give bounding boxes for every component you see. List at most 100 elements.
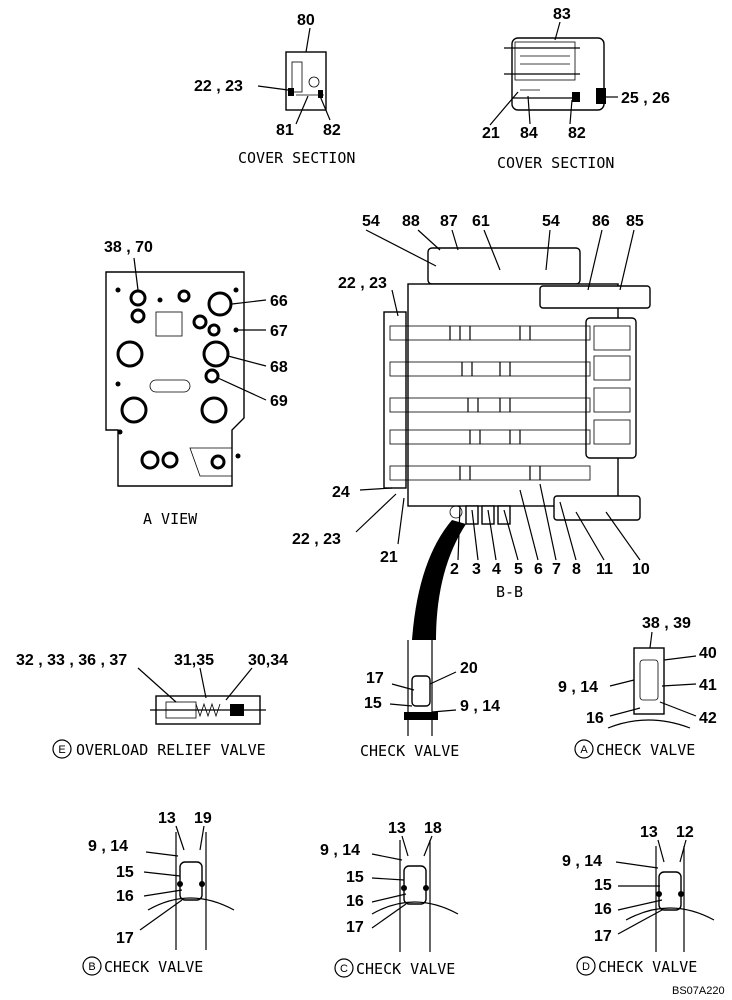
label-9-14-c: 9 , 14	[320, 842, 360, 859]
circle-letter-a: A	[574, 739, 594, 759]
label-18: 18	[424, 820, 442, 837]
label-54-right: 54	[542, 213, 560, 230]
caption-check-valve-a: CHECK VALVE	[596, 741, 695, 759]
check-valve-d	[615, 839, 715, 952]
label-13-d: 13	[640, 824, 658, 841]
label-61: 61	[472, 213, 490, 230]
label-84: 84	[520, 125, 538, 142]
svg-text:B: B	[88, 961, 95, 973]
label-5: 5	[514, 561, 523, 578]
label-21-bb: 21	[380, 549, 398, 566]
circle-letter-e: E	[52, 739, 72, 759]
label-82-cover2: 82	[568, 125, 586, 142]
bb-section-valve	[355, 229, 651, 640]
label-38-70: 38 , 70	[104, 239, 153, 256]
label-87: 87	[440, 213, 458, 230]
svg-text:E: E	[58, 744, 65, 756]
label-15-d: 15	[594, 877, 612, 894]
spool-1	[389, 325, 591, 341]
label-8: 8	[572, 561, 581, 578]
label-13-b: 13	[158, 810, 176, 827]
label-10: 10	[632, 561, 650, 578]
label-69: 69	[270, 393, 288, 410]
cover-section-2	[489, 21, 618, 126]
label-54-left: 54	[362, 213, 380, 230]
label-16-a: 16	[586, 710, 604, 727]
label-86: 86	[592, 213, 610, 230]
check-valve-c	[371, 835, 459, 952]
label-15-c: 15	[346, 869, 364, 886]
label-16-c: 16	[346, 893, 364, 910]
label-22-23-cover: 22 , 23	[194, 78, 243, 95]
label-20: 20	[460, 660, 478, 677]
label-24: 24	[332, 484, 350, 501]
label-66: 66	[270, 293, 288, 310]
label-81: 81	[276, 122, 294, 139]
label-67: 67	[270, 323, 288, 340]
label-3: 3	[472, 561, 481, 578]
caption-check-valve-d: CHECK VALVE	[598, 958, 697, 976]
label-19: 19	[194, 810, 212, 827]
label-15-cv: 15	[364, 695, 382, 712]
label-42: 42	[699, 710, 717, 727]
label-41: 41	[699, 677, 717, 694]
overload-relief-valve	[137, 667, 266, 725]
check-valve-b	[139, 825, 235, 950]
label-40: 40	[699, 645, 717, 662]
svg-text:C: C	[340, 963, 348, 975]
label-2: 2	[450, 561, 459, 578]
label-38-39: 38 , 39	[642, 615, 691, 632]
label-25-26: 25 , 26	[621, 90, 670, 107]
label-11: 11	[596, 561, 613, 578]
circle-letter-b: B	[82, 956, 102, 976]
label-9-14-d: 9 , 14	[562, 853, 602, 870]
label-31-35: 31,35	[174, 652, 214, 669]
label-4: 4	[492, 561, 501, 578]
label-68: 68	[270, 359, 288, 376]
label-16-b: 16	[116, 888, 134, 905]
label-82-cover1: 82	[323, 122, 341, 139]
label-6: 6	[534, 561, 543, 578]
circle-letter-c: C	[334, 958, 354, 978]
label-83: 83	[553, 6, 571, 23]
caption-a-view: A VIEW	[143, 510, 198, 528]
label-32-33-36-37: 32 , 33 , 36 , 37	[16, 652, 127, 669]
label-16-d: 16	[594, 901, 612, 918]
cover-section-1	[257, 27, 331, 125]
spool-5	[389, 465, 591, 481]
label-7: 7	[552, 561, 561, 578]
label-9-14-cv: 9 , 14	[460, 698, 500, 715]
circle-letter-d: D	[576, 956, 596, 976]
spool-3	[389, 397, 591, 413]
label-22-23-bb-top: 22 , 23	[338, 275, 387, 292]
a-view-plate	[105, 257, 267, 487]
caption-cover-section-1: COVER SECTION	[238, 149, 355, 167]
label-17-cv: 17	[366, 670, 384, 687]
label-17-b: 17	[116, 930, 134, 947]
label-15-b: 15	[116, 864, 134, 881]
label-85: 85	[626, 213, 644, 230]
label-17-c: 17	[346, 919, 364, 936]
spool-2	[389, 361, 591, 377]
caption-check-valve-b: CHECK VALVE	[104, 958, 203, 976]
label-9-14-b: 9 , 14	[88, 838, 128, 855]
svg-text:A: A	[580, 744, 588, 756]
check-valve-a	[607, 631, 697, 729]
label-12: 12	[676, 824, 694, 841]
caption-check-valve-center: CHECK VALVE	[360, 742, 459, 760]
label-22-23-bb-bottom: 22 , 23	[292, 531, 341, 548]
label-9-14-a: 9 , 14	[558, 679, 598, 696]
check-valve-center	[389, 640, 457, 736]
label-21-cover: 21	[482, 125, 500, 142]
label-80: 80	[297, 12, 315, 29]
caption-bb: B-B	[496, 583, 523, 601]
caption-overload-relief-valve: OVERLOAD RELIEF VALVE	[76, 741, 266, 759]
label-88: 88	[402, 213, 420, 230]
label-30-34: 30,34	[248, 652, 288, 669]
label-17-d: 17	[594, 928, 612, 945]
label-13-c: 13	[388, 820, 406, 837]
drawing-code: BS07A220	[672, 985, 725, 997]
caption-cover-section-2: COVER SECTION	[497, 154, 614, 172]
caption-check-valve-c: CHECK VALVE	[356, 960, 455, 978]
